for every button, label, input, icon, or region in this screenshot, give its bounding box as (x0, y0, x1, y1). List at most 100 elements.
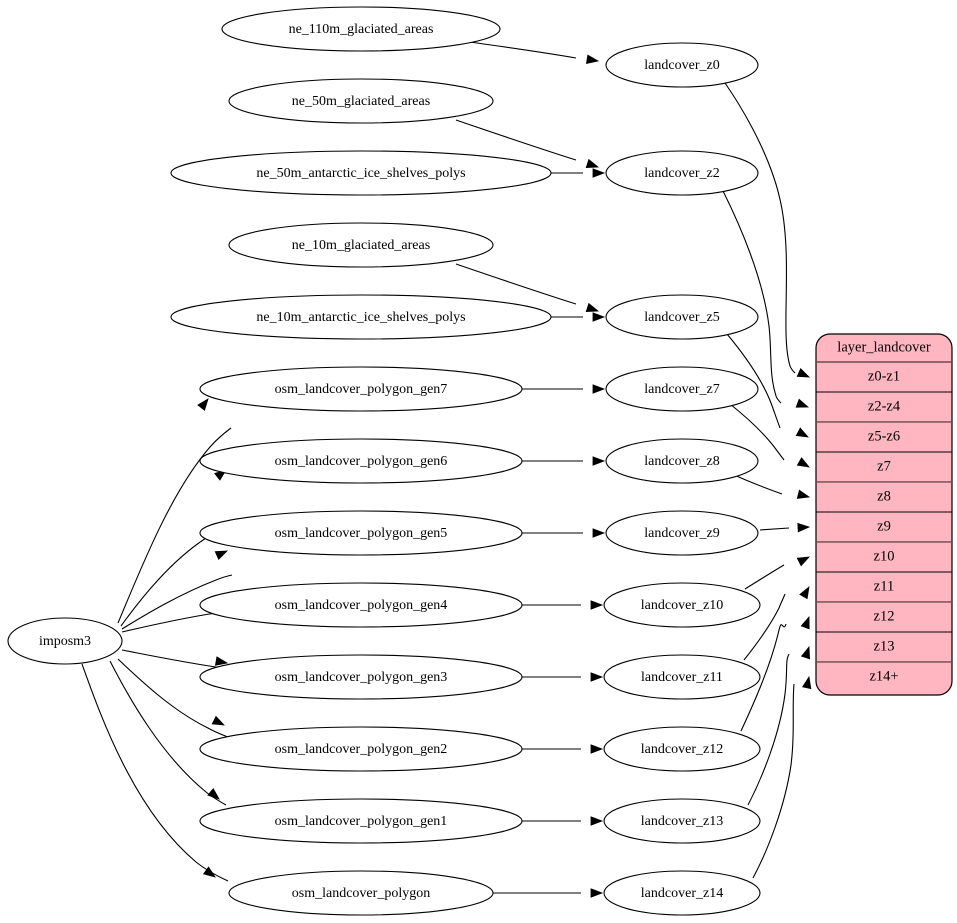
layer-table-body[interactable] (815, 333, 953, 696)
node-landcover_z10[interactable]: landcover_z10 (603, 582, 761, 628)
node-landcover_z9[interactable]: landcover_z9 (605, 510, 759, 556)
node-osm_landcover_polygon[interactable]: osm_landcover_polygon (228, 870, 494, 916)
layer-table-row-z11[interactable]: z11 (874, 578, 894, 594)
layer-table-row-z9[interactable]: z9 (877, 518, 891, 534)
node-landcover_z5[interactable]: landcover_z5 (605, 294, 759, 340)
layer-table-row-z14+[interactable]: z14+ (869, 668, 898, 684)
node-shape-landcover[interactable] (603, 726, 761, 772)
edge-ne_10m_antarctic_ice_shelves_polys-to-landcover_z5 (551, 312, 606, 322)
node-landcover_z13[interactable]: landcover_z13 (603, 798, 761, 844)
edge-imposm3-to-osm_landcover_polygon_gen5 (121, 550, 233, 630)
node-label: ne_10m_glaciated_areas (292, 238, 430, 253)
edge-arrowhead (592, 312, 606, 322)
node-shape-source[interactable] (199, 726, 523, 772)
node-ne_10m_glaciated_areas[interactable]: ne_10m_glaciated_areas (228, 222, 494, 268)
node-shape-landcover[interactable] (603, 798, 761, 844)
node-landcover_z14[interactable]: landcover_z14 (603, 870, 761, 916)
edge-landcover_z8-to-row_z8 (733, 474, 811, 499)
node-shape-source[interactable] (228, 222, 494, 268)
node-shape-landcover[interactable] (605, 294, 759, 340)
edge-landcover_z5-to-row_z5-z6 (726, 333, 809, 438)
layer-table-row-z12[interactable]: z12 (874, 608, 895, 624)
node-shape-source[interactable] (221, 6, 501, 52)
edge-arrowhead (211, 715, 226, 726)
node-landcover_z2[interactable]: landcover_z2 (605, 150, 759, 196)
layer-table-row-z0-z1[interactable]: z0-z1 (868, 368, 900, 384)
edge-landcover_z2-to-row_z2-z4 (722, 190, 810, 408)
layer-table-row-z8[interactable]: z8 (877, 488, 891, 504)
node-shape-source[interactable] (170, 150, 552, 196)
edge-osm_landcover_polygon_gen6-to-landcover_z8 (522, 456, 606, 466)
edge-arrowhead (197, 398, 209, 411)
layer-table-row-z10[interactable]: z10 (874, 548, 895, 564)
edge-osm_landcover_polygon_gen3-to-landcover_z11 (522, 672, 604, 682)
node-shape-source[interactable] (199, 510, 523, 556)
edge-path (733, 474, 783, 495)
node-label: landcover_z5 (644, 310, 719, 325)
node-landcover_z7[interactable]: landcover_z7 (605, 366, 759, 412)
node-label: osm_landcover_polygon_gen2 (275, 742, 448, 757)
node-label: landcover_z9 (644, 526, 719, 541)
layer-table-row-z13[interactable]: z13 (874, 638, 895, 654)
node-shape-landcover[interactable] (603, 654, 761, 700)
node-landcover_z11[interactable]: landcover_z11 (603, 654, 761, 700)
node-shape-landcover[interactable] (605, 366, 759, 412)
node-shape-source[interactable] (199, 654, 523, 700)
edge-arrowhead (797, 522, 811, 533)
edge-arrowhead (799, 586, 810, 600)
edge-landcover_z11-to-row_z11 (743, 586, 810, 661)
node-landcover_z8[interactable]: landcover_z8 (605, 438, 759, 484)
node-shape-source[interactable] (228, 78, 494, 124)
node-shape-source[interactable] (228, 870, 494, 916)
node-shape-landcover[interactable] (605, 150, 759, 196)
node-ne_110m_glaciated_areas[interactable]: ne_110m_glaciated_areas (221, 6, 501, 52)
edge-osm_landcover_polygon_gen2-to-landcover_z12 (522, 744, 604, 754)
node-shape-source[interactable] (199, 366, 523, 412)
layer-table-row-z2-z4[interactable]: z2-z4 (868, 398, 901, 414)
node-osm_landcover_polygon_gen6[interactable]: osm_landcover_polygon_gen6 (199, 438, 523, 484)
node-label: landcover_z13 (641, 814, 723, 829)
layer-landcover-table[interactable]: layer_landcover z0-z1 z2-z4 z5-z6 z7 z8 z9 z10 z… (815, 333, 953, 696)
node-shape-source[interactable] (7, 617, 123, 665)
node-shape-landcover[interactable] (603, 582, 761, 628)
node-landcover_z0[interactable]: landcover_z0 (605, 42, 759, 88)
node-label: landcover_z0 (644, 58, 719, 73)
edge-ne_110m_glaciated_areas-to-landcover_z0 (469, 41, 600, 64)
edge-osm_landcover_polygon_gen5-to-landcover_z9 (522, 528, 606, 538)
edge-path (117, 658, 229, 738)
node-osm_landcover_polygon_gen3[interactable]: osm_landcover_polygon_gen3 (199, 654, 523, 700)
node-osm_landcover_polygon_gen7[interactable]: osm_landcover_polygon_gen7 (199, 366, 523, 412)
node-imposm3[interactable]: imposm3 (7, 617, 123, 665)
edge-arrowhead (585, 54, 600, 64)
edge-arrowhead (592, 168, 606, 178)
edge-osm_landcover_polygon_gen7-to-landcover_z7 (522, 384, 606, 394)
node-shape-source[interactable] (199, 582, 523, 628)
edge-arrowhead (214, 550, 229, 561)
node-shape-source[interactable] (199, 798, 523, 844)
node-label: ne_10m_antarctic_ice_shelves_polys (256, 310, 465, 325)
node-osm_landcover_polygon_gen1[interactable]: osm_landcover_polygon_gen1 (199, 798, 523, 844)
layer-table-row-z7[interactable]: z7 (877, 458, 891, 474)
node-ne_10m_antarctic_ice_shelves_polys[interactable]: ne_10m_antarctic_ice_shelves_polys (170, 294, 552, 340)
node-ne_50m_antarctic_ice_shelves_polys[interactable]: ne_50m_antarctic_ice_shelves_polys (170, 150, 552, 196)
node-shape-landcover[interactable] (605, 510, 759, 556)
node-ne_50m_glaciated_areas[interactable]: ne_50m_glaciated_areas (228, 78, 494, 124)
layer-table-row-z5-z6[interactable]: z5-z6 (868, 428, 900, 444)
node-osm_landcover_polygon_gen4[interactable]: osm_landcover_polygon_gen4 (199, 582, 523, 628)
edge-path (740, 623, 787, 732)
edge-ne_10m_glaciated_areas-to-landcover_z5 (455, 263, 600, 313)
node-osm_landcover_polygon_gen2[interactable]: osm_landcover_polygon_gen2 (199, 726, 523, 772)
edge-imposm3-to-osm_landcover_polygon (81, 663, 229, 882)
node-shape-landcover[interactable] (605, 438, 759, 484)
layer-table-header-label: layer_landcover (837, 339, 931, 355)
node-osm_landcover_polygon_gen5[interactable]: osm_landcover_polygon_gen5 (199, 510, 523, 556)
node-label: osm_landcover_polygon_gen4 (275, 598, 448, 613)
node-shape-source[interactable] (199, 438, 523, 484)
node-shape-landcover[interactable] (605, 42, 759, 88)
node-shape-source[interactable] (170, 294, 552, 340)
edge-path (469, 41, 577, 59)
edge-path (117, 427, 232, 624)
node-shape-landcover[interactable] (603, 870, 761, 916)
node-landcover_z12[interactable]: landcover_z12 (603, 726, 761, 772)
